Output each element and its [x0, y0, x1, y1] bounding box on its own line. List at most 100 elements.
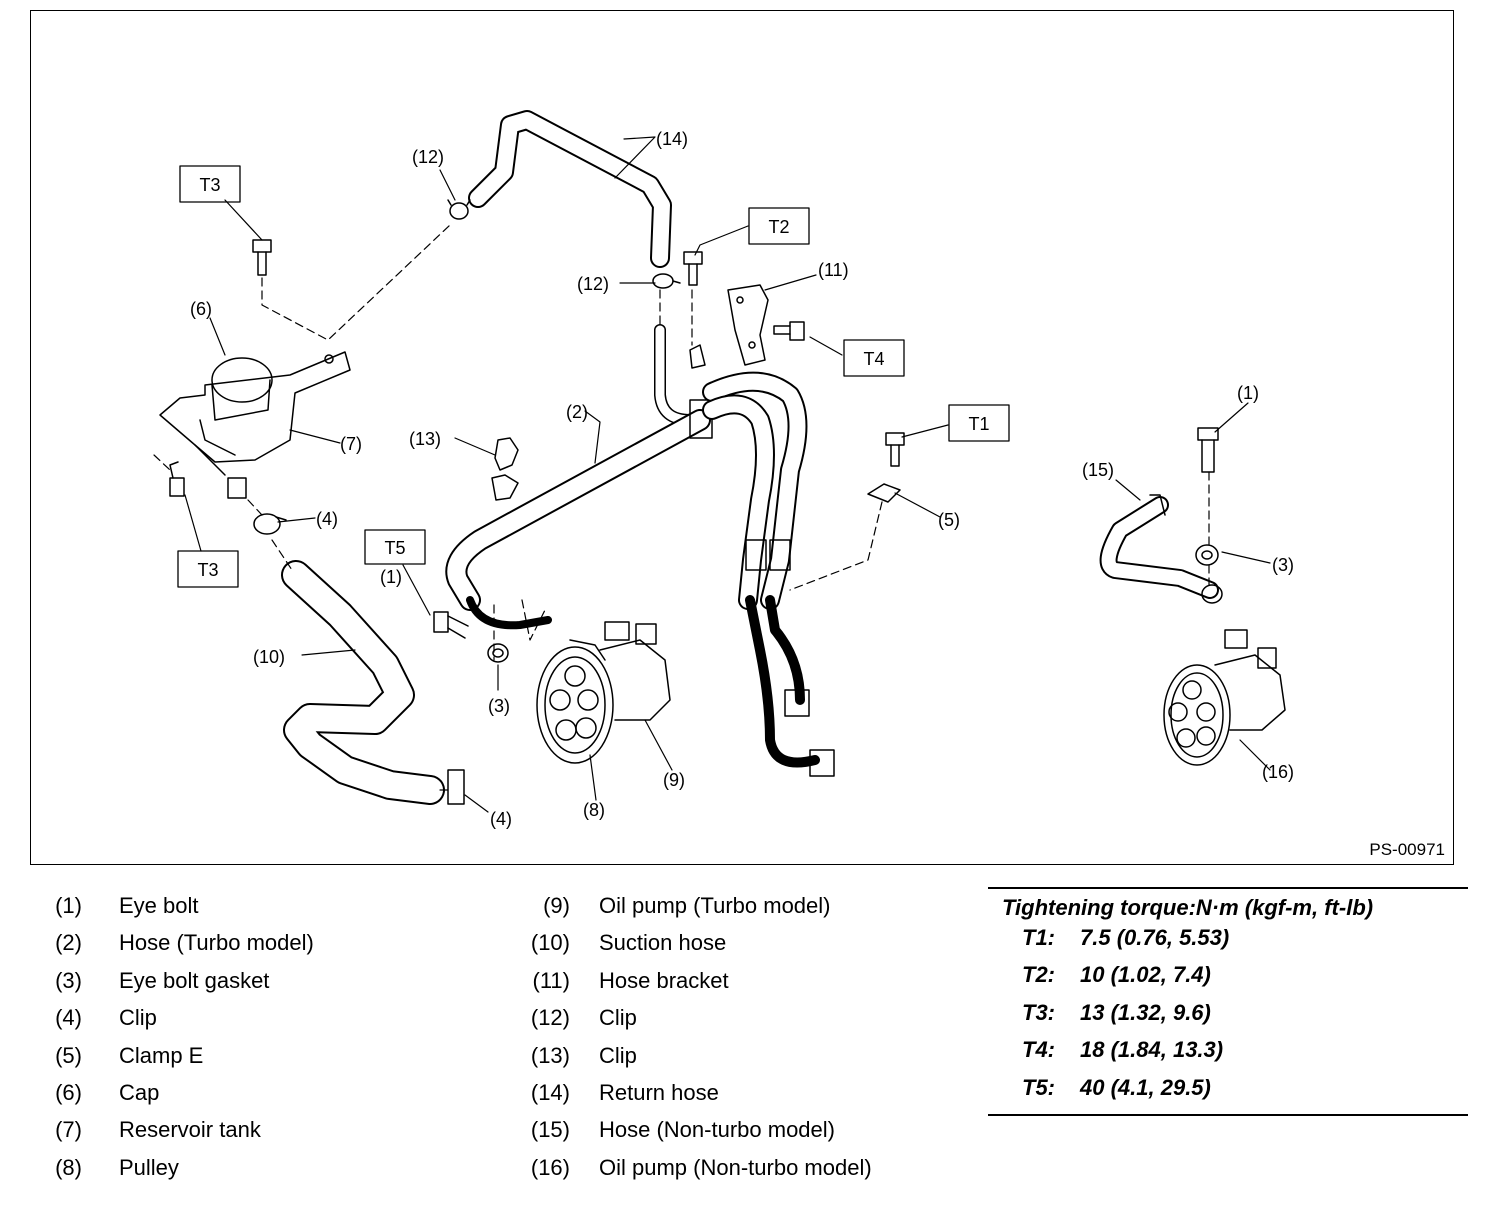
torque-tag-t3-lower: T3 [197, 560, 218, 580]
legend-description: Hose (Non-turbo model) [599, 1117, 835, 1143]
clamp-icon [867, 483, 901, 503]
legend-number: (15) [530, 1117, 570, 1143]
legend-description: Clip [599, 1005, 637, 1031]
torque-top-rule [988, 887, 1468, 889]
legend-number: (10) [530, 930, 570, 956]
callout-1-right: (1) [1237, 383, 1259, 403]
torque-bottom-rule [988, 1113, 1468, 1116]
callout-4: (4) [316, 509, 338, 529]
legend-number: (4) [55, 1005, 82, 1031]
eye-bolt-icon [433, 611, 469, 639]
legend-description: Hose bracket [599, 967, 729, 993]
torque-value: 18 (1.84, 13.3) [1080, 1037, 1224, 1063]
callout-7: (7) [340, 434, 362, 454]
torque-tag-t4: T4 [863, 349, 884, 369]
callout-15: (15) [1082, 460, 1114, 480]
clip-icon [652, 273, 681, 289]
gasket-icon [1195, 544, 1219, 566]
callout-1: (1) [380, 567, 402, 587]
callout-12-lower: (12) [577, 274, 609, 294]
torque-value: 13 (1.32, 9.6) [1080, 999, 1211, 1025]
leader-lines [184, 136, 1271, 813]
assembly-guides [153, 224, 1210, 791]
legend-number: (6) [55, 1079, 82, 1105]
torque-tags [177, 165, 1010, 588]
legend-description: Reservoir tank [119, 1117, 261, 1143]
legend-number: (16) [530, 1154, 570, 1180]
torque-id: T2: [1022, 962, 1055, 988]
callout-6: (6) [190, 299, 212, 319]
legend-description: Hose (Turbo model) [119, 930, 314, 956]
legend-number: (5) [55, 1042, 82, 1068]
legend-number: (11) [532, 967, 571, 993]
torque-id: T4: [1022, 1037, 1055, 1063]
torque-value: 7.5 (0.76, 5.53) [1080, 925, 1230, 950]
legend-description: Eye bolt [119, 893, 199, 918]
legend-description: Clip [119, 1005, 157, 1031]
legend-number: (9) [543, 893, 570, 918]
legend-number: (1) [55, 893, 82, 918]
legend-description: Eye bolt gasket [119, 967, 270, 993]
callout-3: (3) [488, 696, 510, 716]
callout-5: (5) [938, 510, 960, 530]
bolt-icon [885, 432, 905, 467]
callout-14: (14) [656, 129, 688, 149]
callout-8: (8) [583, 800, 605, 820]
torque-row: T1: 7.5 (0.76, 5.53) [988, 925, 1468, 962]
hose-bracket [689, 284, 769, 369]
torque-row: T3: 13 (1.32, 9.6) [988, 1000, 1468, 1037]
clip-icon [447, 199, 471, 220]
torque-id: T1: [1022, 925, 1055, 950]
gasket-icon [487, 643, 509, 663]
legend-description: Oil pump (Turbo model) [599, 893, 831, 918]
torque-id: T3: [1022, 999, 1055, 1025]
clip-icon [491, 437, 519, 501]
callout-3-right: (3) [1272, 555, 1294, 575]
legend-number: (13) [530, 1042, 570, 1068]
torque-value: 40 (4.1, 29.5) [1080, 1074, 1211, 1100]
torque-tag-t3: T3 [199, 175, 220, 195]
callout-11: (11) [818, 260, 849, 280]
bolt-icon [773, 321, 805, 341]
torque-row: T5:40 (4.1, 29.5) [988, 1075, 1468, 1112]
oil-pump-turbo [536, 621, 671, 764]
legend-number: (7) [55, 1117, 82, 1143]
callout-12: (12) [412, 147, 444, 167]
torque-value: 10 (1.02, 7.4) [1080, 962, 1211, 988]
suction-hose [281, 560, 465, 805]
eye-bolt-icon [1197, 427, 1219, 473]
torque-table: Tightening torque:N·m (kgf-m, ft-lb) T1:… [988, 887, 1468, 1116]
torque-tag-t2: T2 [768, 217, 789, 237]
legend-number: (8) [55, 1154, 82, 1180]
legend-description: Oil pump (Non-turbo model) [599, 1154, 872, 1180]
reservoir-tank [159, 351, 351, 499]
torque-title: Tightening torque:N·m (kgf-m, ft-lb) [1002, 895, 1374, 920]
torque-tag-t1: T1 [968, 414, 989, 434]
legend-number: (12) [530, 1005, 570, 1031]
bolt-icon [169, 461, 185, 497]
legend-description: Return hose [599, 1079, 719, 1105]
legend-description: Clamp E [119, 1042, 204, 1068]
diagram-frame: PS-00971 [30, 10, 1454, 865]
diagram-code: PS-00971 [1369, 840, 1445, 859]
oil-pump-non-turbo [1163, 629, 1286, 766]
callout-10: (10) [253, 647, 285, 667]
torque-row: T4: 18 (1.84, 13.3) [988, 1037, 1468, 1074]
bolt-icon [683, 251, 703, 286]
torque-tag-t5: T5 [384, 538, 405, 558]
callout-9: (9) [663, 770, 685, 790]
non-turbo-hose [1099, 494, 1223, 604]
cap-icon [211, 357, 273, 421]
callout-2: (2) [566, 402, 588, 422]
clip-icon [253, 513, 287, 535]
legend-number: (2) [55, 930, 82, 956]
turbo-hose [445, 399, 713, 630]
power-steering-diagram: T3 T2 T4 T1 T3 T5 (12) (14) (12) (11) (6… [153, 110, 1294, 829]
legend-description: Suction hose [599, 930, 727, 956]
return-hose [468, 110, 672, 268]
callout-13: (13) [409, 429, 441, 449]
part-callouts: (12) (14) (12) (11) (6) (2) (13) (7) (4)… [190, 129, 1294, 829]
legend-description: Pulley [119, 1154, 179, 1180]
legend-number: (3) [55, 967, 82, 993]
legend-description: Cap [119, 1079, 160, 1105]
